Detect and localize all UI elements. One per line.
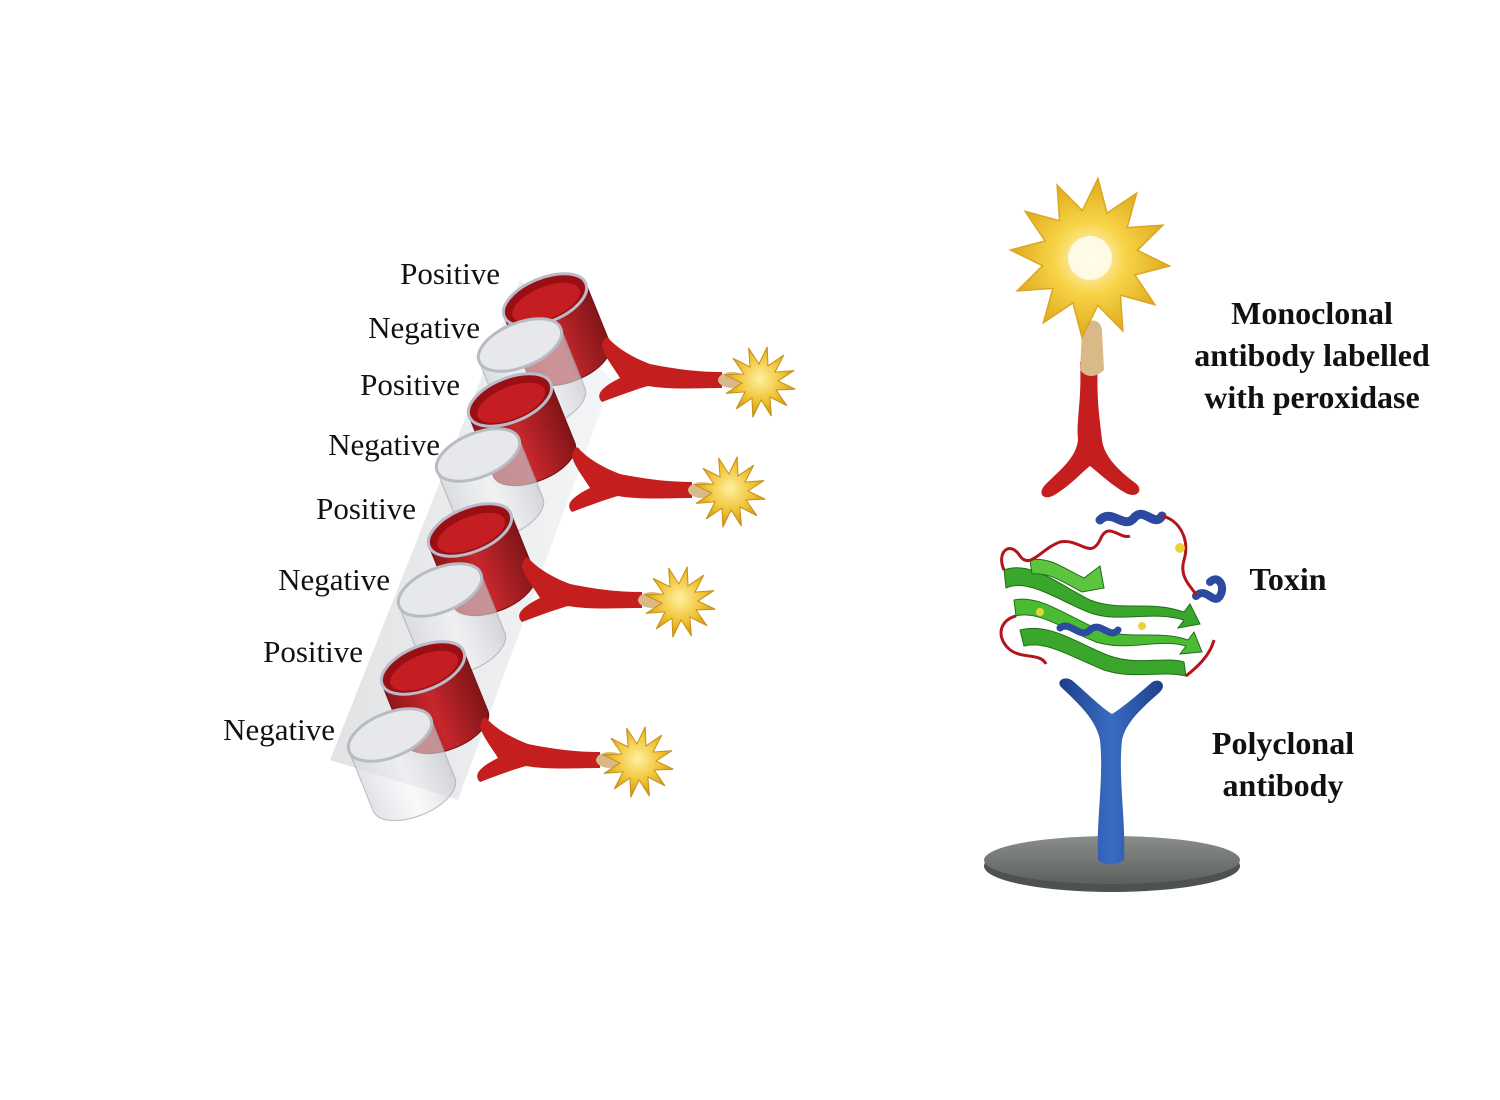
monoclonal-antibody [1041,362,1140,498]
tube-opening [434,427,522,483]
tube-liquid [437,512,506,553]
monoclonal-antibody-small [477,717,600,782]
tube-label-7: Positive [263,634,363,669]
tube-liquid [477,382,546,423]
tube-label-3: Positive [360,367,460,402]
tube-opening [396,562,484,618]
polyclonal-label-line2: antibody [1222,767,1344,803]
conjugate-3 [519,557,716,638]
conjugate-column [477,337,796,798]
monoclonal-label-line3: with peroxidase [1204,379,1420,415]
polyclonal-label-line1: Polyclonal [1211,725,1355,761]
tube-opening [346,707,434,763]
polyclonal-label: Polyclonal antibody [1148,722,1418,806]
tube-8 [346,707,457,822]
monoclonal-antibody-small [569,447,692,512]
tube-label-5: Positive [316,491,416,526]
toxin-structure [999,509,1227,678]
tube-label-2: Negative [368,310,480,345]
toxin-label: Toxin [1249,561,1327,597]
tube-label-1: Positive [400,256,500,291]
conjugate-2 [569,447,766,528]
monoclonal-label: Monoclonal antibody labelled with peroxi… [1162,292,1462,418]
tube-strip [330,272,612,822]
peroxidase-star-small [694,456,766,528]
monoclonal-antibody-small [519,557,642,622]
polyclonal-antibody [1059,678,1163,865]
tube-liquid [512,282,581,323]
conjugate-4 [477,717,674,798]
peroxidase-star-small [644,566,716,638]
sandwich-assay-schematic [984,176,1240,892]
tube-label-6: Negative [278,562,390,597]
monoclonal-label-line1: Monoclonal [1231,295,1393,331]
tube-label-8: Negative [223,712,335,747]
peroxidase-linker [1080,320,1104,376]
tube-opening [476,317,564,373]
peroxidase-star-small [602,726,674,798]
peroxidase-star-small [724,346,796,418]
conjugate-1 [599,337,796,418]
monoclonal-label-line2: antibody labelled [1194,337,1430,373]
peroxidase-star [1008,176,1172,340]
tube-liquid [390,650,459,691]
tube-label-4: Negative [328,427,440,462]
monoclonal-antibody-small [599,337,722,402]
